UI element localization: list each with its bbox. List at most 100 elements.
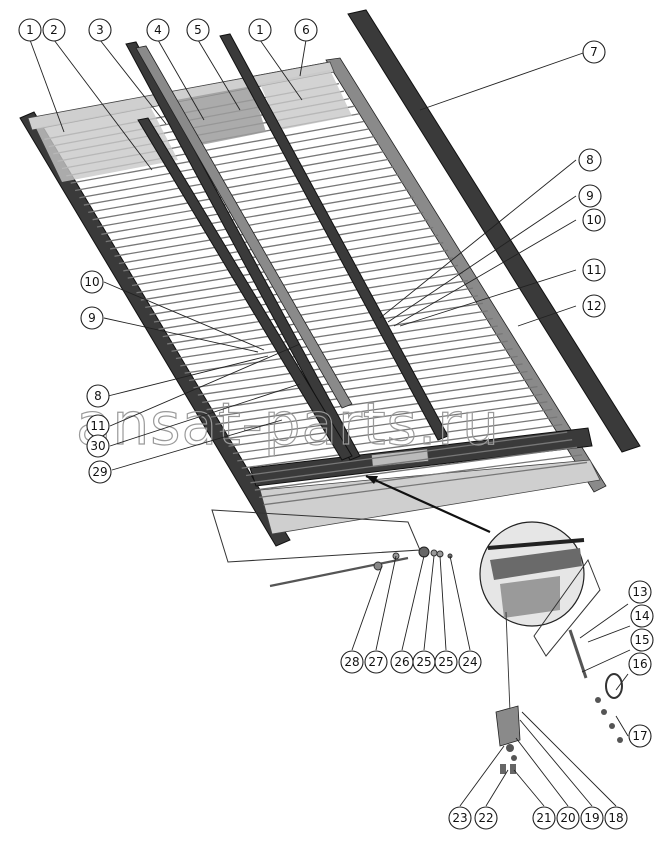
sieve-slat	[96, 173, 399, 228]
callout-25: 25	[412, 650, 436, 674]
callout-16: 16	[628, 652, 652, 676]
callout-17: 17	[628, 724, 652, 748]
sieve-slat	[263, 461, 588, 506]
sieve-slat	[153, 272, 464, 323]
callout-number: 21	[536, 811, 551, 825]
sieve-slat	[215, 378, 533, 425]
callout-number: 28	[344, 655, 359, 669]
callout-number: 29	[92, 465, 107, 479]
divider-bars	[125, 33, 449, 461]
inset-shaft-assembly	[211, 509, 453, 588]
callout-11: 11	[582, 258, 606, 282]
sieve-slat	[245, 431, 568, 477]
sieve-slat	[167, 295, 478, 345]
callout-number: 7	[590, 45, 598, 59]
callout-30: 30	[86, 434, 110, 458]
sieve-slat	[79, 143, 379, 199]
callout-number: 5	[194, 23, 202, 37]
sieve-slat	[180, 317, 493, 367]
sieve-slat	[131, 234, 439, 287]
callout-10: 10	[80, 270, 104, 294]
sieve-slat	[145, 257, 454, 309]
callout-number: 10	[84, 275, 99, 289]
sieve-slat	[228, 401, 548, 447]
sieve-slat	[254, 446, 578, 491]
watermark-text: ansat-parts.ru	[76, 390, 500, 458]
callout-number: 14	[634, 609, 649, 623]
callout-8: 8	[86, 384, 110, 408]
callout-number: 1	[256, 23, 264, 37]
callout-10: 10	[582, 208, 606, 232]
sieve-slat	[184, 325, 498, 374]
callout-11: 11	[86, 414, 110, 438]
callout-number: 12	[586, 299, 601, 313]
sieve-slat	[101, 181, 404, 235]
sieve-slat	[149, 264, 459, 316]
callout-25: 25	[434, 650, 458, 674]
callout-28: 28	[340, 650, 364, 674]
callout-3: 3	[88, 18, 112, 42]
sieve-slat	[171, 302, 483, 352]
sieve-slat	[118, 211, 424, 265]
callout-1: 1	[248, 18, 272, 42]
callout-number: 8	[586, 153, 594, 167]
callout-number: 24	[462, 655, 477, 669]
sieve-slat	[193, 340, 508, 389]
callout-23: 23	[448, 806, 472, 830]
sieve-slat	[83, 151, 384, 206]
callout-14: 14	[630, 604, 654, 628]
sieve-slat	[136, 242, 444, 294]
leader-lines	[29, 39, 631, 807]
callout-number: 26	[394, 655, 409, 669]
sieve-slat	[206, 363, 523, 411]
sieve-slat	[70, 128, 369, 184]
sieve-slat	[88, 158, 389, 214]
callout-number: 11	[586, 263, 601, 277]
sieve-slat	[259, 454, 583, 499]
inset-pin-assembly	[533, 558, 623, 743]
callout-24: 24	[458, 650, 482, 674]
callout-12: 12	[582, 294, 606, 318]
callout-number: 27	[368, 655, 383, 669]
sieve-slat	[219, 386, 538, 433]
callout-number: 18	[608, 811, 623, 825]
callout-15: 15	[630, 628, 654, 652]
side-rail-part	[347, 9, 641, 453]
callout-13: 13	[628, 580, 652, 604]
callout-number: 22	[478, 811, 493, 825]
callout-number: 16	[632, 657, 647, 671]
callout-number: 9	[586, 189, 594, 203]
sieve-slat	[127, 226, 434, 279]
callout-22: 22	[474, 806, 498, 830]
callout-number: 4	[154, 23, 162, 37]
callout-number: 13	[632, 585, 647, 599]
callout-number: 8	[94, 389, 102, 403]
sieve-slat	[210, 370, 528, 418]
sieve-slat	[224, 393, 543, 440]
callout-number: 15	[634, 633, 649, 647]
sieve-slat	[250, 439, 573, 484]
callout-29: 29	[88, 460, 112, 484]
callout-number: 9	[88, 311, 96, 325]
detail-magnifier	[365, 474, 585, 627]
callout-4: 4	[146, 18, 170, 42]
callout-2: 2	[42, 18, 66, 42]
callout-8: 8	[578, 148, 602, 172]
callout-27: 27	[364, 650, 388, 674]
callout-6: 6	[294, 18, 318, 42]
sieve-slat	[241, 423, 563, 469]
bracket-assembly	[495, 611, 521, 774]
callout-number: 6	[302, 23, 310, 37]
callout-number: 25	[416, 655, 431, 669]
callout-number: 23	[452, 811, 467, 825]
callout-9: 9	[578, 184, 602, 208]
sieve-slat	[140, 249, 449, 301]
sieve-slat	[114, 204, 419, 257]
callout-5: 5	[186, 18, 210, 42]
callout-7: 7	[582, 40, 606, 64]
screen-patches	[36, 70, 352, 182]
callout-21: 21	[532, 806, 556, 830]
callout-number: 30	[90, 439, 105, 453]
callout-number: 17	[632, 729, 647, 743]
sieve-slat	[237, 416, 558, 462]
